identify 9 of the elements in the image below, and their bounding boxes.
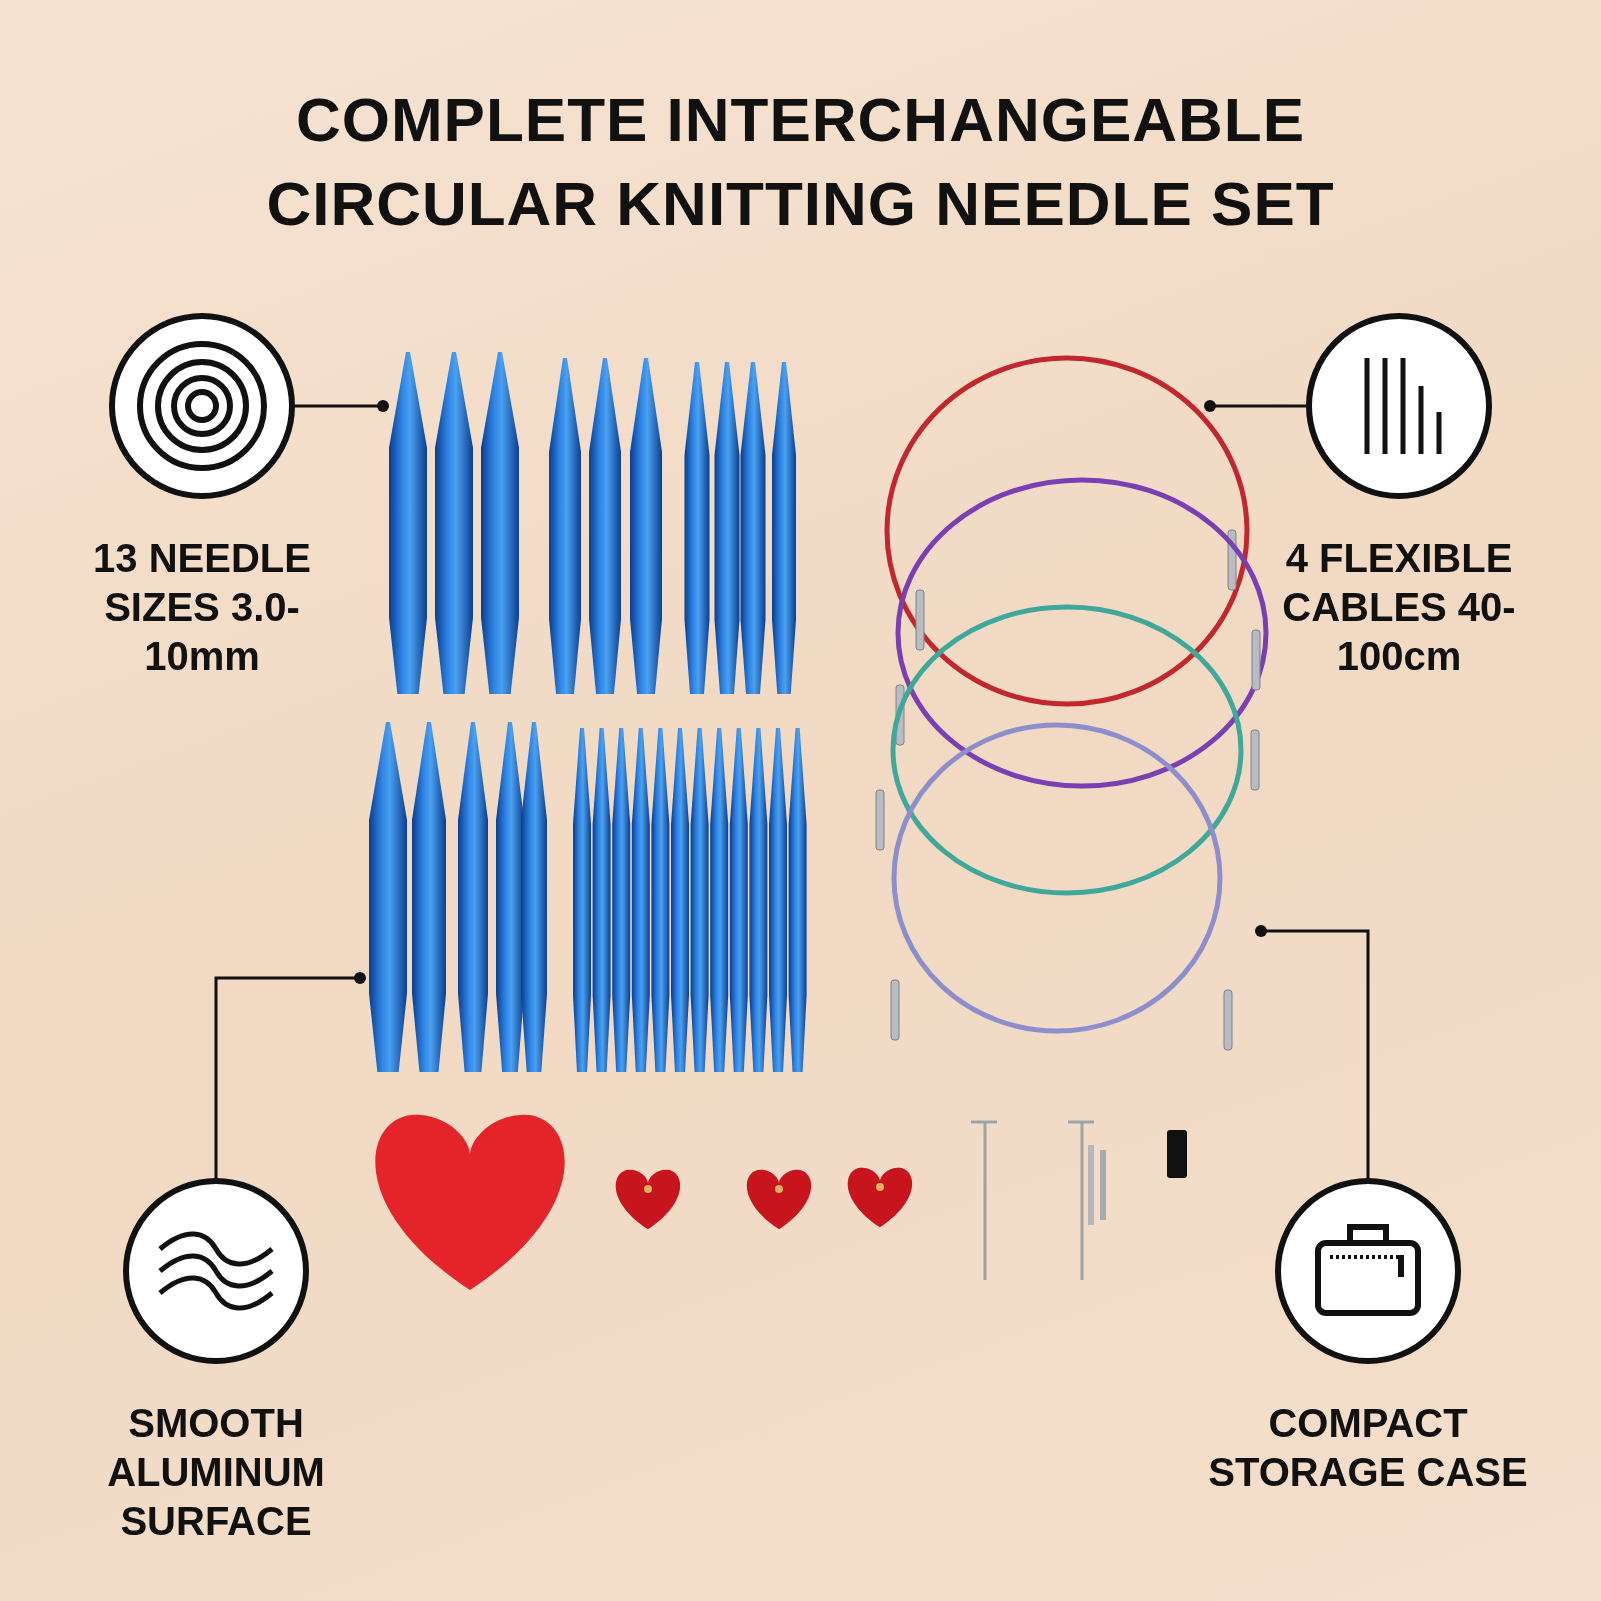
- title: COMPLETE INTERCHANGEABLE CIRCULAR KNITTING NEEDLE SET: [265, 84, 1336, 240]
- leader-line: [1204, 400, 1309, 412]
- feature-label: 4 FLEXIBLE CABLES 40-100cm: [1281, 535, 1517, 680]
- feature-label: 13 NEEDLE SIZES 3.0-10mm: [92, 535, 312, 680]
- feature-label: COMPACT STORAGE CASE: [1207, 1400, 1529, 1496]
- leader-line: [292, 400, 389, 412]
- leader-line: [1255, 925, 1370, 1181]
- feature-label: SMOOTH ALUMINUM SURFACE: [106, 1400, 326, 1545]
- leader-line: [214, 972, 366, 1181]
